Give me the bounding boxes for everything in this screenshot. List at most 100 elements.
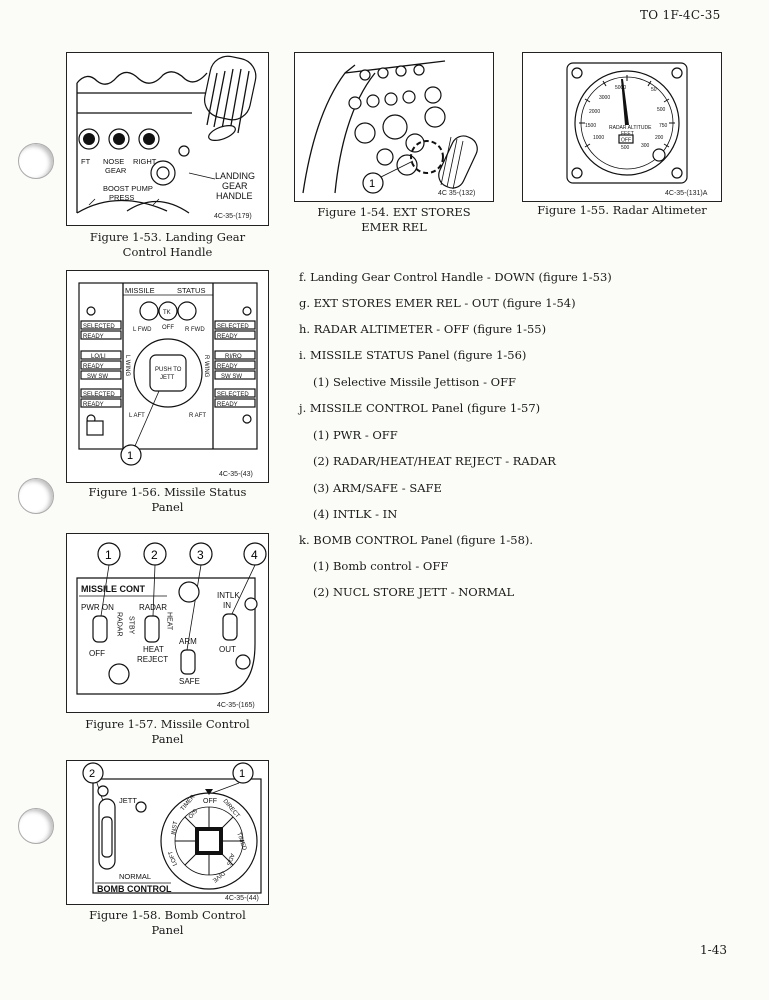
scale-500: 500 (621, 145, 630, 151)
label-loft: LOFT (168, 850, 179, 867)
label-arm: ARM (179, 637, 197, 646)
callout-4: 4 (251, 548, 258, 562)
label-r-aft: R AFT (189, 413, 206, 419)
label-heat-vertical: HEAT (166, 612, 173, 631)
left-selected-2: SELECTED (83, 392, 115, 398)
step-j-3: (3) ARM/SAFE - SAFE (313, 481, 442, 495)
scale-3000: 3000 (599, 95, 610, 101)
figure-ref: 4C-35-(165) (217, 702, 255, 709)
document-number: TO 1F-4C-35 (640, 8, 721, 22)
right-ready-3: READY (217, 402, 238, 408)
label-jett: JETT (119, 796, 137, 805)
label-radar-altitude: RADAR ALTITUDE (609, 125, 652, 131)
label-l-aft: L AFT (129, 413, 145, 419)
left-ready-3: READY (83, 402, 104, 408)
caption-1-55: Figure 1-55. Radar Altimeter (537, 203, 707, 217)
step-g: g. EXT STORES EMER REL - OUT (figure 1-5… (299, 296, 576, 310)
figure-1-55: 5000 3000 2000 1500 1000 500 50 500 750 … (522, 52, 722, 202)
label-l-fwd: L FWD (133, 327, 152, 333)
label-l-wing: L WING (124, 355, 130, 376)
panel-title: MISSILE CONT (81, 584, 146, 594)
caption-1-54-line2: EMER REL (361, 220, 427, 234)
label-radar: RADAR (139, 603, 167, 612)
step-j-2: (2) RADAR/HEAT/HEAT REJECT - RADAR (313, 454, 556, 468)
figure-ref: 4C-35-(179) (214, 213, 252, 220)
label-intlk: INTLK (217, 591, 240, 600)
figure-1-58: 2 1 JETT NORMAL BOMB CONTROL OFF TIMER O… (66, 760, 269, 905)
label-pwr-on: PWR ON (81, 603, 114, 612)
callout-1: 1 (127, 450, 133, 462)
right-selected-2: SELECTED (217, 392, 249, 398)
label-gear-handle-1: GEAR (222, 181, 248, 191)
label-push-to: PUSH TO (155, 367, 182, 373)
page-number: 1-43 (700, 943, 727, 957)
label-jett: JETT (160, 375, 175, 381)
label-handle: HANDLE (216, 191, 253, 201)
scale-5000: 5000 (615, 85, 626, 91)
scale-2000: 2000 (589, 109, 600, 115)
label-nose: NOSE (103, 157, 124, 166)
label-status: STATUS (177, 286, 205, 295)
caption-1-57-line1: Figure 1-57. Missile Control (85, 717, 250, 731)
cockpit-panel-drawing: 1 (302, 60, 478, 194)
label-radar-vertical: RADAR (116, 612, 123, 637)
label-missile: MISSILE (125, 286, 155, 295)
label-off: OFF (203, 798, 217, 805)
label-inst: INST (171, 821, 179, 836)
radar-altimeter-drawing: 5000 3000 2000 1500 1000 500 50 500 750 … (566, 62, 688, 184)
figure-ref: 4C-35-(44) (225, 895, 259, 902)
label-r-fwd: R FWD (185, 327, 205, 333)
callout-1: 1 (105, 548, 112, 562)
label-boost-pump: BOOST PUMP (103, 184, 153, 193)
label-tk: TK (163, 310, 171, 316)
label-in: IN (223, 601, 231, 610)
scale-300: 300 (641, 143, 650, 149)
step-j: j. MISSILE CONTROL Panel (figure 1-57) (299, 401, 541, 415)
caption-1-56-line2: Panel (151, 500, 184, 514)
label-heat: HEAT (143, 645, 164, 654)
right-selected-1: SELECTED (217, 324, 249, 330)
caption-1-54-line1: Figure 1-54. EXT STORES (317, 205, 471, 219)
label-ads: ADS (225, 852, 235, 866)
figure-1-57: 1 2 3 4 MISSILE CONT PWR ON OFF RADAR ST… (66, 533, 269, 713)
left-selected-1: SELECTED (83, 324, 115, 330)
step-h: h. RADAR ALTIMETER - OFF (figure 1-55) (299, 322, 547, 336)
label-stby: STBY (128, 616, 135, 635)
callout-1: 1 (369, 178, 375, 190)
scale-50: 50 (651, 87, 657, 93)
step-i-1: (1) Selective Missile Jettison - OFF (313, 375, 517, 389)
label-gear: GEAR (105, 166, 127, 175)
caption-1-53-line1: Figure 1-53. Landing Gear (89, 230, 246, 244)
scale-200: 200 (655, 135, 664, 141)
figure-1-54: 1 4C 35-(132) (294, 52, 494, 202)
right-ready-1: READY (217, 334, 238, 340)
figure-ref: 4C-35-(43) (219, 471, 253, 478)
label-safe: SAFE (179, 677, 200, 686)
label-pwr-off: OFF (89, 649, 105, 658)
caption-1-58-line1: Figure 1-58. Bomb Control (89, 908, 246, 922)
step-k-2: (2) NUCL STORE JETT - NORMAL (313, 585, 515, 599)
callout-3: 3 (197, 548, 204, 562)
label-right: RIGHT (133, 157, 157, 166)
panel-title: BOMB CONTROL (97, 884, 172, 894)
figure-1-53: FT NOSE GEAR RIGHT BOOST PUMP PRESS LAND… (66, 52, 269, 226)
caption-1-58-line2: Panel (151, 923, 184, 937)
label-reject: REJECT (137, 655, 168, 664)
right-sw-sw: SW SW (221, 374, 242, 380)
scale-1000: 1000 (593, 135, 604, 141)
landing-gear-panel-drawing: FT NOSE GEAR RIGHT BOOST PUMP PRESS LAND… (76, 55, 257, 214)
label-feet: FEET (621, 131, 634, 137)
label-press: PRESS (109, 193, 134, 202)
missile-control-panel-drawing: 1 2 3 4 MISSILE CONT PWR ON OFF RADAR ST… (76, 542, 267, 695)
callout-2: 2 (151, 548, 158, 562)
label-os: O/S (188, 809, 199, 821)
binder-hole-3 (18, 808, 54, 844)
right-ready-2: READY (217, 364, 238, 370)
scale-500r: 500 (657, 107, 666, 113)
right-ri-ro: RI/RO (225, 354, 242, 360)
figure-ref: 4C 35-(132) (438, 190, 476, 197)
figure-1-56: MISSILE STATUS TK PUSH TO JETT L FWD OFF… (66, 270, 269, 483)
callout-1: 1 (239, 768, 245, 780)
caption-1-56-line1: Figure 1-56. Missile Status (88, 485, 247, 499)
label-normal: NORMAL (119, 872, 151, 881)
